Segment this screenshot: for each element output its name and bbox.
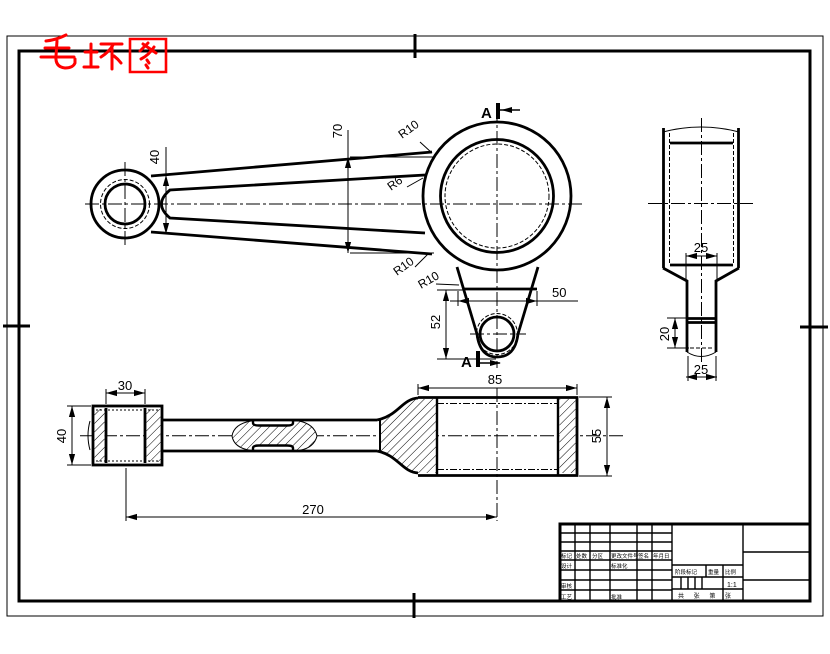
dim-270: 270 xyxy=(125,468,497,521)
glyph-tu xyxy=(128,37,168,74)
side-thin-lines xyxy=(662,126,740,357)
section-view-AA: 30 40 85 55 270 xyxy=(54,372,625,521)
big-end-rough-circle xyxy=(444,143,550,249)
beam-inner-fork xyxy=(160,173,426,235)
section-label-top: A xyxy=(481,105,492,122)
r10-bottom-label: R10 xyxy=(391,254,417,278)
front-view: 40 70 R10 R6 R10 R10 50 xyxy=(85,103,585,371)
tb-stage: 阶段标记 xyxy=(675,568,698,576)
hatch-big-end-right xyxy=(559,399,576,473)
side-taper-right xyxy=(714,266,740,352)
section-arrow-top xyxy=(501,107,512,113)
dim-25-mid-label: 25 xyxy=(694,240,708,255)
beam-outer-bottom xyxy=(150,230,433,256)
small-end-bore-circle xyxy=(103,182,147,226)
dim-85: 85 xyxy=(417,372,578,395)
hatch-small-end-right xyxy=(146,409,161,462)
dim-40-section-label: 40 xyxy=(54,429,69,443)
dim-40-front-label: 40 xyxy=(147,150,162,164)
tb-process: 工艺 xyxy=(561,594,573,601)
dim-40-section: 40 xyxy=(54,405,91,466)
dim-270-label: 270 xyxy=(302,502,324,517)
dim-50: 50 xyxy=(450,285,578,306)
small-end-outer-circle xyxy=(89,168,161,240)
tb-sheet-info: 共 张 第 张 xyxy=(678,592,731,600)
beam-outer-top xyxy=(150,150,433,178)
boss-hole-rough-circle xyxy=(476,313,518,355)
small-end-block xyxy=(91,404,164,467)
tb-scale-value: 1:1 xyxy=(727,582,737,589)
hatch-small-end-left xyxy=(94,409,105,462)
dim-25-bottom-label: 25 xyxy=(694,362,708,377)
side-taper-left xyxy=(662,266,689,352)
front-centerlines xyxy=(85,108,585,368)
r10-boss-label: R10 xyxy=(416,268,442,291)
dim-50-label: 50 xyxy=(552,285,566,300)
dim-25-bottom: 25 xyxy=(686,356,717,381)
section-outline xyxy=(91,396,579,477)
red-title-glyphs xyxy=(39,33,168,74)
tb-header-date: 年月日 xyxy=(653,552,670,560)
tb-header-count: 处数 xyxy=(576,552,588,560)
small-end-rough-arc xyxy=(87,420,91,451)
tb-header-sign: 签名 xyxy=(638,552,649,560)
dim-30: 30 xyxy=(105,378,146,404)
tb-check: 审核 xyxy=(561,582,573,590)
dim-40-front: 40 xyxy=(147,147,170,234)
big-end-block xyxy=(418,396,579,477)
tb-standardization: 标准化 xyxy=(611,562,628,570)
dim-52: 52 xyxy=(428,289,496,360)
dim-70-label: 70 xyxy=(330,124,345,138)
big-end-bore-circle xyxy=(439,138,555,254)
r10-top-label: R10 xyxy=(396,117,422,141)
dim-55: 55 xyxy=(579,396,612,477)
glyph-pi xyxy=(82,42,124,71)
dim-55-label: 55 xyxy=(589,429,604,443)
section-rough-lines xyxy=(87,403,558,470)
tb-weight: 重量 xyxy=(708,568,720,576)
dim-30-label: 30 xyxy=(118,378,132,393)
title-block-text: 标记 处数 分区 更改文件号 签名 年月日 设计 标准化 审核 工艺 批准 阶段… xyxy=(561,552,737,601)
hatch-shank-web xyxy=(231,420,318,451)
tb-header-mark: 标记 xyxy=(561,552,573,560)
big-end-outer-circle xyxy=(421,120,573,272)
section-arrow-bottom xyxy=(490,360,501,366)
tb-scale: 比例 xyxy=(725,568,737,576)
hatch-big-end-left xyxy=(380,399,436,473)
tb-header-zone: 分区 xyxy=(592,552,604,560)
dim-25-mid: 25 xyxy=(685,240,718,280)
dim-85-label: 85 xyxy=(488,372,502,387)
side-top-arc xyxy=(662,126,740,133)
title-block: 标记 处数 分区 更改文件号 签名 年月日 设计 标准化 审核 工艺 批准 阶段… xyxy=(558,522,812,603)
tb-header-docno: 更改文件号 xyxy=(611,552,639,560)
side-view: 25 20 25 xyxy=(648,118,753,381)
side-bottom-arc xyxy=(686,351,717,357)
flare-top xyxy=(376,396,419,422)
dim-52-label: 52 xyxy=(428,315,443,329)
section-marker-bottom: A xyxy=(461,351,501,371)
hatch-regions xyxy=(94,399,576,473)
flare-bottom xyxy=(376,449,419,475)
dim-70-front: 70 xyxy=(330,124,434,254)
side-outline xyxy=(662,128,740,352)
boss-hole-circle xyxy=(478,315,516,353)
section-centerlines xyxy=(80,388,625,521)
small-end-rough-circle xyxy=(100,179,150,229)
section-label-bottom: A xyxy=(461,354,472,371)
tb-design: 设计 xyxy=(561,562,573,570)
glyph-mao xyxy=(39,33,77,70)
dim-20: 20 xyxy=(657,317,689,349)
section-marker-top: A xyxy=(481,103,520,122)
title-block-grid xyxy=(560,524,810,601)
rod-beams xyxy=(150,150,433,256)
tb-approve: 批准 xyxy=(611,593,623,601)
dim-20-label: 20 xyxy=(657,327,672,341)
title-block-frame xyxy=(558,522,812,603)
drawing-frame xyxy=(3,34,828,618)
